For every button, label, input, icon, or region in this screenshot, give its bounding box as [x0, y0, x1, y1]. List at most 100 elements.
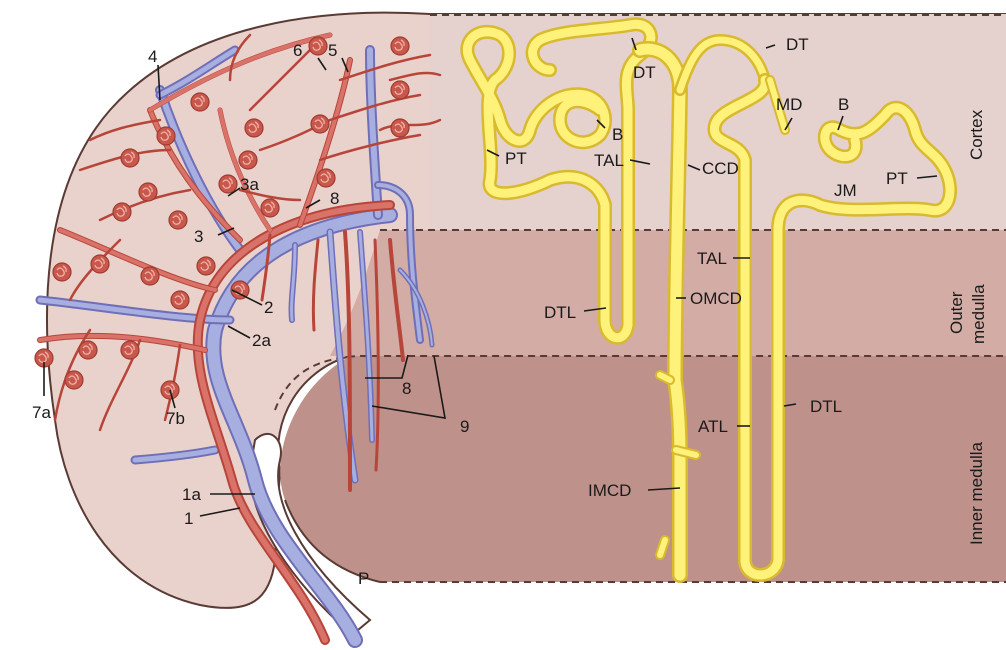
glomerulus: [64, 370, 84, 390]
glomerulus: [120, 148, 140, 168]
label-omcd: OMCD: [690, 289, 742, 308]
glomerulus: [310, 114, 330, 134]
glomerulus: [260, 198, 280, 218]
label-8-medulla: 8: [402, 379, 411, 398]
label-imcd: IMCD: [588, 481, 631, 500]
glomerulus: [390, 80, 410, 100]
glomerulus-capillary: [174, 293, 185, 305]
label-pt-left: PT: [505, 149, 527, 168]
label-jm: JM: [834, 181, 857, 200]
glomerulus-capillary: [172, 213, 183, 225]
label-tal-cortex: TAL: [594, 151, 624, 170]
label-tal-outer: TAL: [697, 249, 727, 268]
glomerulus: [90, 254, 110, 274]
glomerulus: [238, 150, 258, 170]
glomerulus-capillary: [200, 259, 211, 271]
glomerulus: [190, 92, 210, 112]
zone-label-cortex: Cortex: [967, 109, 986, 160]
glomerulus-capillary: [94, 257, 105, 269]
label-pt-right: PT: [886, 169, 908, 188]
label-b-right: B: [838, 95, 849, 114]
vein-main-fill: [207, 209, 396, 646]
vessel-labels: 4 6 5 3a 8 3 2 2a 7a 7b 8 9 1a 1 P: [32, 41, 469, 588]
label-p: P: [358, 569, 369, 588]
glomerulus: [138, 182, 158, 202]
glomerulus-capillary: [314, 117, 325, 129]
zone-label-outer-medulla-2: medulla: [969, 284, 988, 344]
leader-lines: [43, 37, 938, 517]
label-3: 3: [194, 227, 203, 246]
glomerulus-capillary: [160, 129, 171, 141]
glomerulus-capillary: [82, 343, 93, 355]
glomerulus-capillary: [320, 171, 331, 183]
glomerulus-capillary: [194, 95, 205, 107]
label-5: 5: [328, 41, 337, 60]
glomerulus: [316, 168, 336, 188]
label-3a: 3a: [240, 175, 259, 194]
glomerulus: [78, 340, 98, 360]
glomerulus: [112, 202, 132, 222]
label-atl: ATL: [698, 417, 728, 436]
outer-inner-boundary: [274, 355, 1006, 411]
glomerulus: [230, 280, 250, 300]
glomerulus-capillary: [68, 373, 79, 385]
glomerulus: [140, 266, 160, 286]
veins: [35, 45, 435, 648]
glomerulus: [168, 210, 188, 230]
label-1a: 1a: [182, 485, 201, 504]
glomerulus-capillary: [242, 153, 253, 165]
glomerulus-capillary: [124, 343, 135, 355]
glomerulus-capillary: [56, 265, 67, 277]
vein-branches: [35, 45, 435, 484]
glomerulus: [390, 118, 410, 138]
arteries: [37, 32, 442, 645]
label-9: 9: [460, 417, 469, 436]
glomerulus-capillary: [222, 177, 233, 189]
glomerulus-capillary: [144, 269, 155, 281]
glomerulus: [308, 36, 328, 56]
glomerulus-capillary: [38, 351, 49, 363]
glomerulus-capillary: [116, 205, 127, 217]
nephron-tubules: [460, 17, 957, 583]
glomerulus-capillary: [142, 185, 153, 197]
glomerulus: [120, 340, 140, 360]
medullary-vasa-recta: [260, 230, 405, 492]
label-b-left: B: [612, 125, 623, 144]
zone-labels: Cortex Outer medulla Inner medulla: [947, 109, 988, 545]
label-1: 1: [184, 509, 193, 528]
glomerulus: [390, 36, 410, 56]
glomerulus-capillary: [394, 83, 405, 95]
glomerulus-capillary: [394, 39, 405, 51]
glomerulus-capillary: [264, 201, 275, 213]
nephron-labels: DT DT MD B B PT TAL CCD PT JM TAL OMCD D…: [505, 35, 908, 500]
label-4: 4: [148, 47, 157, 66]
label-dtl-left: DTL: [544, 303, 576, 322]
label-6: 6: [293, 41, 302, 60]
label-dt-right: DT: [786, 35, 809, 54]
label-dtl-right: DTL: [810, 397, 842, 416]
glomerulus: [218, 174, 238, 194]
glomerulus-capillary: [234, 283, 245, 295]
glomerulus-capillary: [312, 39, 323, 51]
zone-backgrounds: [46, 11, 1006, 637]
label-2: 2: [264, 298, 273, 317]
label-8-cortex: 8: [330, 189, 339, 208]
label-7a: 7a: [32, 403, 51, 422]
inner-medulla-band: [280, 356, 1006, 582]
zone-label-outer-medulla-1: Outer: [947, 291, 966, 334]
right-nephron: [707, 73, 957, 582]
glomerulus: [196, 256, 216, 276]
glomerulus: [170, 290, 190, 310]
zone-label-inner-medulla: Inner medulla: [967, 441, 986, 545]
glomerulus-capillary: [124, 151, 135, 163]
glomerulus: [244, 118, 264, 138]
inner-medulla-outline: [284, 499, 381, 583]
label-2a: 2a: [252, 331, 271, 350]
glomerulus: [52, 262, 72, 282]
glomerulus-capillary: [248, 121, 259, 133]
collecting-duct: [632, 34, 771, 583]
glomerulus-capillary: [164, 383, 175, 395]
glomeruli: [34, 36, 410, 400]
label-dt-top: DT: [633, 63, 656, 82]
